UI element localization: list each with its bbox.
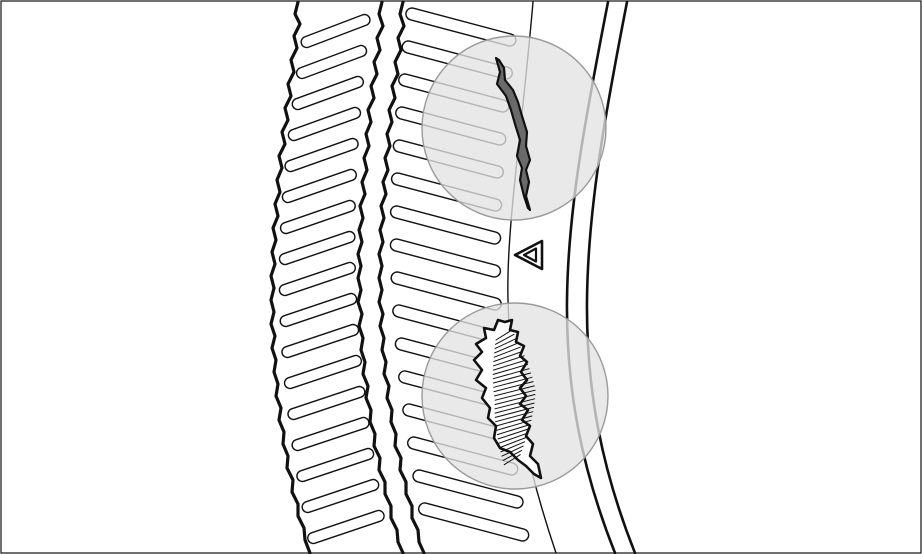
magnifier-lens [422, 36, 606, 220]
magnifier-lens-bulge [422, 303, 608, 489]
magnifier-lens-crack [422, 36, 606, 220]
